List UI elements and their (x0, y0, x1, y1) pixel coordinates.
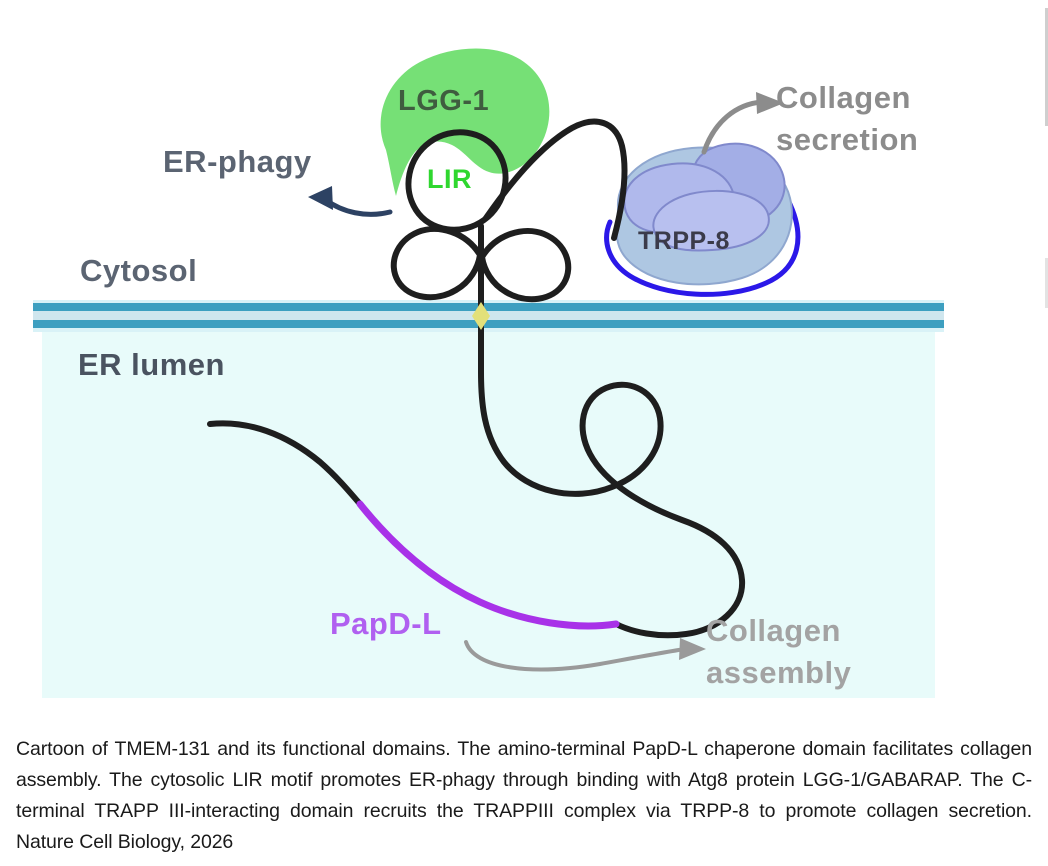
membrane-outer-leaflet (33, 303, 944, 311)
lir-label: LIR (427, 164, 472, 194)
chain-lir-loop (405, 129, 509, 233)
collagen-secretion-line1: Collagen (776, 80, 911, 115)
collagen-assembly-line1: Collagen (706, 613, 841, 648)
er-phagy-arrow (308, 186, 393, 217)
right-edge-artifact-top (1045, 8, 1048, 126)
membrane-inner-leaflet (33, 320, 944, 328)
cytosol-label: Cytosol (80, 253, 197, 288)
collagen-assembly-line2: assembly (706, 655, 852, 690)
transmembrane-domain-marker (472, 302, 490, 330)
papdl-label: PapD-L (330, 606, 442, 641)
collagen-secretion-arrow (701, 92, 784, 155)
diagram-panel: TRPP-8 (33, 8, 1048, 698)
chain-c-terminal-arm (483, 118, 628, 241)
er-lumen-background (42, 302, 935, 698)
lgg1-label: LGG-1 (398, 85, 489, 117)
trpp8-label: TRPP-8 (638, 227, 730, 255)
collagen-assembly-arrow (464, 638, 706, 672)
er-lumen-label: ER lumen (78, 347, 225, 382)
er-phagy-label: ER-phagy (163, 144, 312, 179)
figure-caption-text: Cartoon of TMEM-131 and its functional d… (16, 738, 1032, 853)
lgg1-blob (380, 48, 550, 196)
trpp8-complex: TRPP-8 (604, 142, 801, 297)
chain-right-loop (479, 228, 572, 303)
tmem131-diagram: TRPP-8 (33, 48, 944, 698)
chain-n-terminal-upper (207, 420, 363, 507)
trpp8-arc (604, 197, 801, 297)
papdl-domain-segment (356, 500, 620, 630)
figure-caption-block: Cartoon of TMEM-131 and its functional d… (0, 718, 1048, 866)
trpp8-lobe-center (652, 190, 770, 252)
chain-luminal-main (478, 369, 746, 639)
chain-left-loop (390, 226, 483, 301)
right-edge-artifact-bottom (1045, 258, 1048, 308)
collagen-secretion-line2: secretion (776, 122, 918, 157)
